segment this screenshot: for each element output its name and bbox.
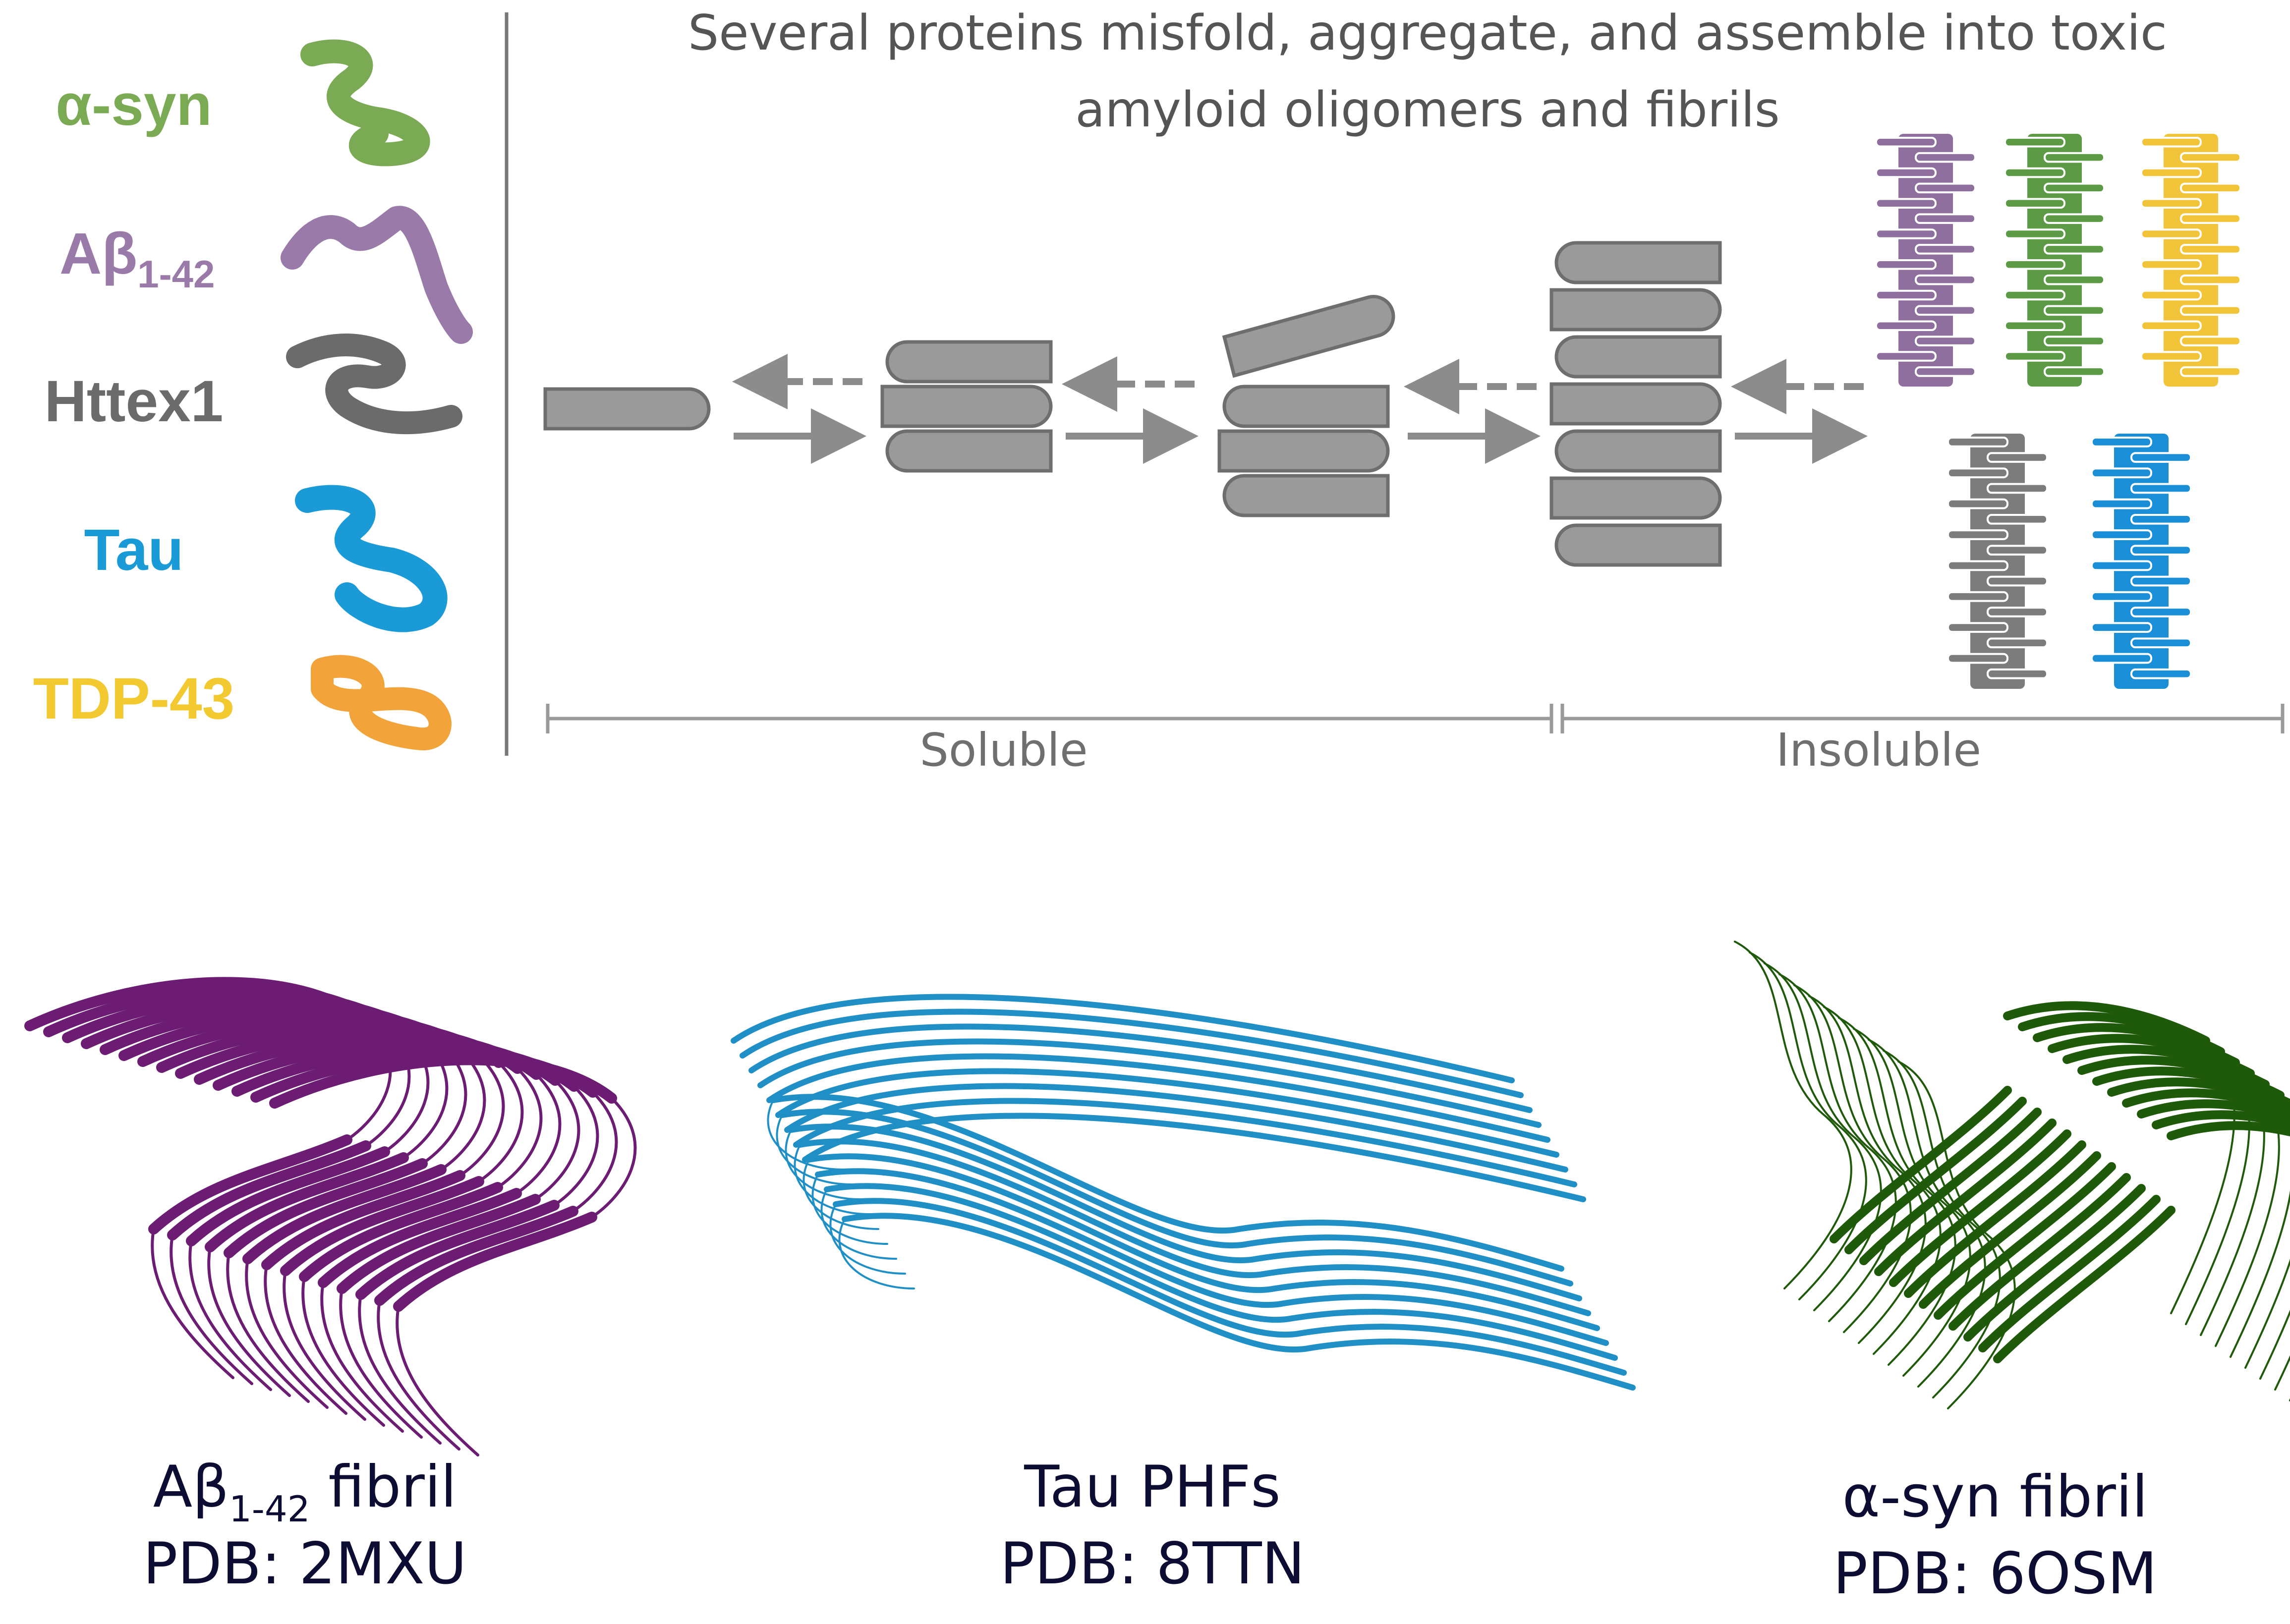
- caption-asyn-fibril: α-syn fibril: [1842, 1463, 2148, 1530]
- protein-legend: α-syn Aβ1-42 Httex1 Tau TDP-43: [33, 72, 235, 731]
- protein-label-httex1: Httex1: [45, 369, 224, 434]
- fibril-stack-tau: [2091, 434, 2192, 689]
- fibril-stack-asyn: [2004, 134, 2105, 387]
- fibril-stack-abeta: [1875, 134, 1976, 387]
- caption-abeta-fibril: Aβ1-42 fibril: [153, 1454, 457, 1530]
- protein-label-asyn: α-syn: [56, 72, 212, 138]
- fibril-stack-tdp43: [2140, 134, 2241, 387]
- caption-abeta-pdb: PDB: 2MXU: [143, 1530, 466, 1597]
- caption-tau-pdb: PDB: 8TTN: [1000, 1530, 1305, 1597]
- solubility-scale: [546, 704, 2285, 733]
- monomer-strand: [543, 387, 711, 431]
- diagram-title-line1: Several proteins misfold, aggregate, and…: [688, 5, 2167, 61]
- tau-phf-structure: [731, 994, 1636, 1391]
- growing-oligomer: [1217, 294, 1395, 517]
- fibril-structures: [24, 941, 2290, 1456]
- pathway-arrows: [732, 354, 1868, 464]
- httex1-monomer-icon: [286, 334, 462, 435]
- fibril-captions: Aβ1-42 fibril PDB: 2MXU Tau PHFs PDB: 8T…: [143, 1454, 2157, 1607]
- asyn-fibril-structure: [1734, 941, 2290, 1409]
- fibril-stack-httex1: [1947, 434, 2048, 689]
- protofibril-stack: [1549, 241, 1722, 567]
- abeta-fibril-structure: [24, 977, 637, 1456]
- caption-tau-phfs: Tau PHFs: [1024, 1454, 1280, 1520]
- mature-fibril-stacks: [1875, 134, 2241, 689]
- asyn-monomer-icon: [300, 39, 430, 167]
- protein-label-tau: Tau: [84, 517, 183, 583]
- abeta-monomer-icon: [281, 206, 473, 344]
- small-oligomer: [880, 340, 1053, 473]
- aggregation-pathway: [543, 241, 1722, 567]
- tau-monomer-icon: [295, 485, 448, 632]
- tdp43-monomer-icon: [311, 655, 452, 751]
- caption-asyn-pdb: PDB: 6OSM: [1833, 1540, 2157, 1607]
- protein-label-abeta: Aβ1-42: [59, 221, 215, 296]
- insoluble-label: Insoluble: [1776, 724, 1981, 777]
- soluble-label: Soluble: [919, 724, 1088, 777]
- protein-label-tdp43: TDP-43: [33, 666, 235, 731]
- diagram-title-line2: amyloid oligomers and fibrils: [1075, 82, 1779, 138]
- monomer-shapes: [281, 39, 473, 751]
